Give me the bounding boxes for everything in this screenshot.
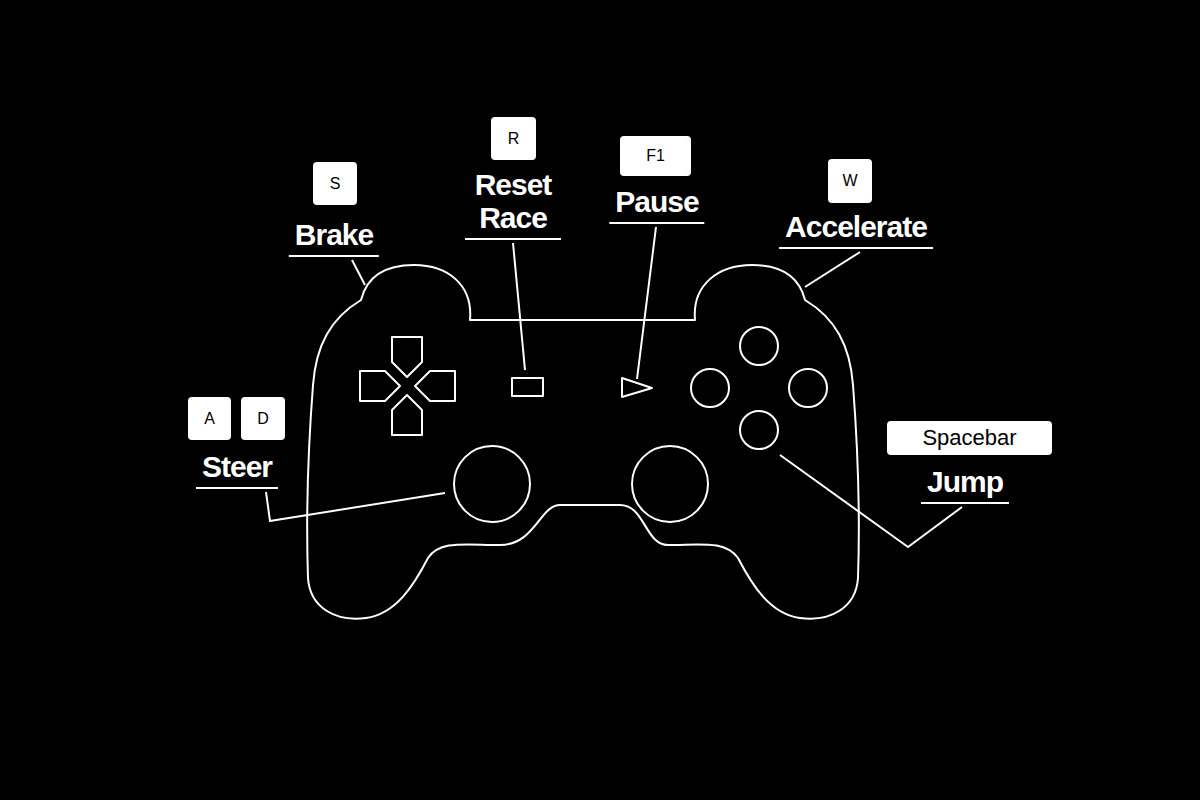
face-button	[789, 369, 827, 407]
key-cap: D	[241, 397, 285, 440]
start-button	[622, 378, 652, 397]
key-text: A	[204, 411, 215, 427]
control-label: Pause	[609, 185, 704, 224]
leader-line	[805, 252, 860, 287]
right-stick	[632, 446, 708, 522]
dpad-right	[415, 371, 455, 401]
control-label: Jump	[921, 465, 1009, 504]
key-text: W	[842, 173, 857, 189]
leader-line	[513, 243, 525, 370]
leader-line	[266, 492, 445, 521]
controller-outline	[307, 265, 859, 619]
key-text: Spacebar	[922, 427, 1016, 449]
leader-line	[352, 260, 365, 285]
key-text: R	[508, 131, 520, 147]
control-label: Brake	[289, 218, 379, 257]
key-cap: A	[188, 397, 231, 440]
key-cap: S	[313, 162, 357, 205]
select-button	[512, 378, 543, 396]
leader-line	[637, 227, 656, 379]
key-cap: F1	[620, 136, 691, 176]
face-button	[740, 411, 778, 449]
face-button	[740, 327, 778, 365]
key-text: D	[257, 411, 269, 427]
key-cap: Spacebar	[887, 421, 1052, 455]
left-stick	[454, 446, 530, 522]
face-button	[691, 369, 729, 407]
key-text: S	[330, 176, 341, 192]
dpad-down	[392, 395, 422, 435]
key-cap: R	[491, 117, 536, 160]
control-label: Reset Race	[465, 168, 561, 240]
dpad-left	[360, 371, 400, 401]
control-label: Accelerate	[779, 210, 933, 249]
control-label: Steer	[196, 450, 278, 489]
dpad-up	[392, 337, 422, 377]
key-cap: W	[828, 159, 872, 203]
key-text: F1	[646, 148, 665, 164]
